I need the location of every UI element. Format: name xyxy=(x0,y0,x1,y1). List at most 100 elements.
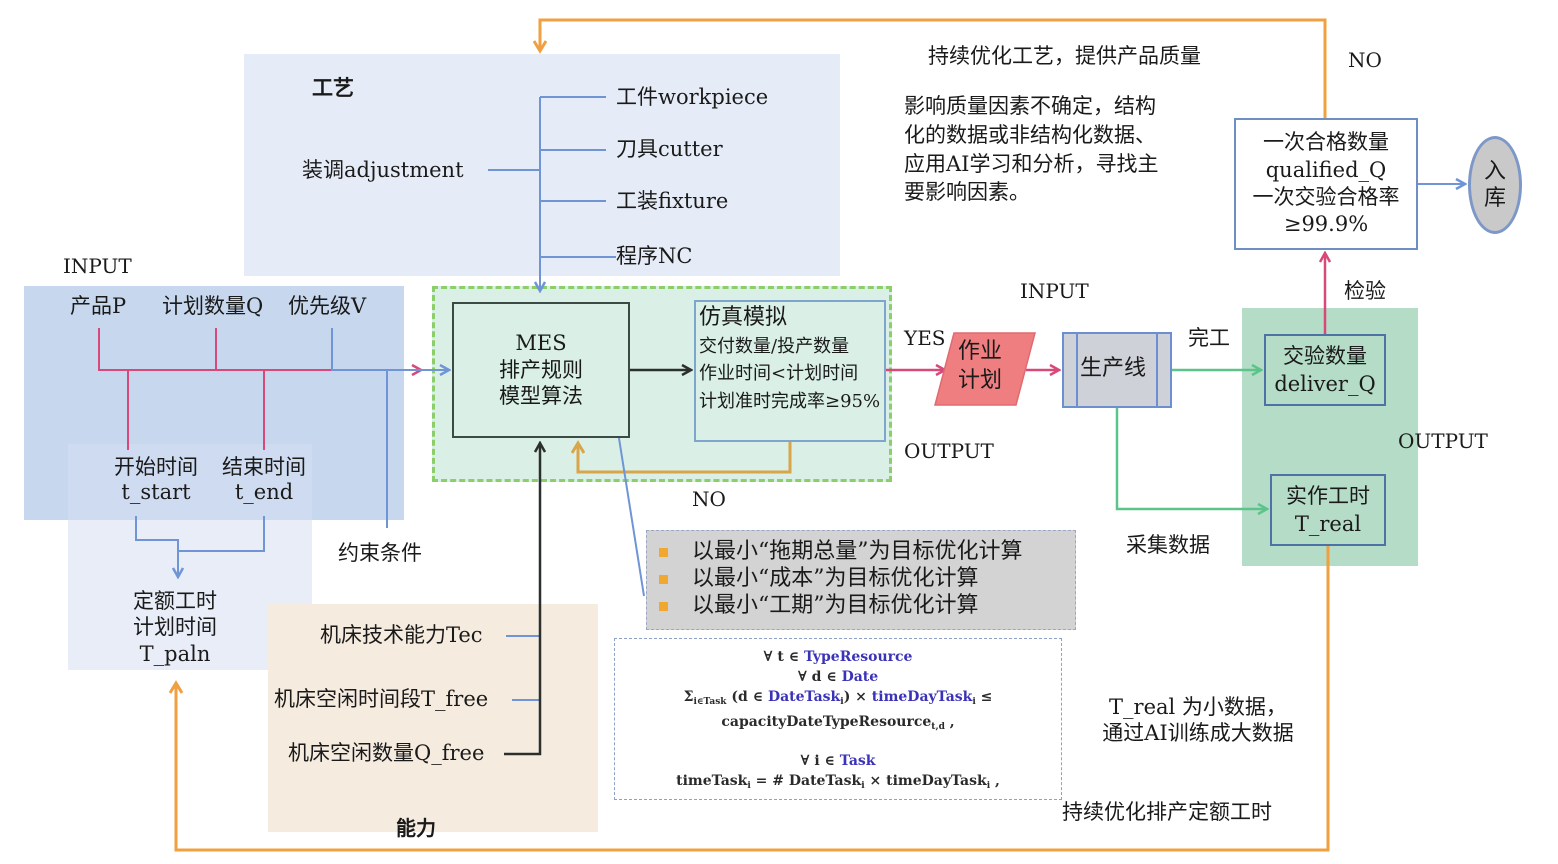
input-label-left: INPUT xyxy=(63,254,132,278)
simulation-box[interactable]: 仿真模拟 交付数量/投产数量 作业时间<计划时间 计划准时完成率≥95% xyxy=(694,300,886,442)
work-plan-shape[interactable] xyxy=(934,332,1036,406)
input-tree-lines xyxy=(98,328,448,576)
no-label-loop: NO xyxy=(692,487,726,511)
formula-text: ∀ d ∈ xyxy=(797,669,842,685)
formula-spacer xyxy=(615,737,1061,751)
mes-scheduling-box[interactable]: MES 排产规则 模型算法 xyxy=(452,302,630,438)
qualified-line-4: ≥99.9% xyxy=(1283,212,1369,237)
mes-line-3: 模型算法 xyxy=(499,384,583,409)
formula-line-6: timeTaski = # DateTaski × timeDayTaski , xyxy=(615,771,1061,796)
simulation-line-3: 计划准时完成率≥95% xyxy=(699,391,881,413)
formula-text: timeTask xyxy=(676,773,748,789)
formula-text: = # DateTask xyxy=(750,773,862,789)
qualified-line-2: qualified_Q xyxy=(1265,157,1387,182)
simulation-line-1: 交付数量/投产数量 xyxy=(699,335,850,357)
objective-text: 以最小“工期”为目标优化计算 xyxy=(692,593,979,619)
simulation-line-2: 作业时间<计划时间 xyxy=(699,363,859,385)
deliver-line-2: deliver_Q xyxy=(1274,372,1376,396)
objective-item: 以最小“工期”为目标优化计算 xyxy=(659,593,1075,620)
formula-text: ∀ t ∈ xyxy=(763,649,804,665)
quota-line-1: 定额工时 xyxy=(133,589,217,613)
collect-data-label: 采集数据 xyxy=(1126,533,1210,557)
end-time-en: t_end xyxy=(234,480,294,505)
craft-item-cutter: 刀具cutter xyxy=(616,137,723,161)
end-time-label: 结束时间 t_end xyxy=(214,455,314,505)
formula-keyword: Task xyxy=(839,753,876,769)
formula-keyword: timeDayTask xyxy=(871,689,973,705)
craft-item-workpiece: 工件workpiece xyxy=(616,85,769,109)
production-line-box[interactable]: 生产线 xyxy=(1062,332,1172,408)
work-plan-label: 作业 计划 xyxy=(950,338,1010,395)
real-time-line-2: T_real xyxy=(1294,512,1362,536)
bullet-icon xyxy=(659,548,668,557)
yes-label: YES xyxy=(904,326,946,350)
deliver-quantity-box[interactable]: 交验数量 deliver_Q xyxy=(1264,334,1386,406)
formula-sub: i xyxy=(861,781,865,791)
no-label-top: NO xyxy=(1348,48,1382,72)
formula-box: ∀ t ∈ TypeResource ∀ d ∈ Date Σi∈Task (d… xyxy=(614,638,1062,800)
objectives-box: 以最小“拖期总量”为目标优化计算 以最小“成本”为目标优化计算 以最小“工期”为… xyxy=(646,530,1076,630)
craft-panel xyxy=(244,54,840,276)
end-time-cn: 结束时间 xyxy=(222,455,306,479)
craft-adjustment: 装调adjustment xyxy=(302,158,464,182)
real-time-box[interactable]: 实作工时 T_real xyxy=(1270,474,1386,546)
deliver-line-1: 交验数量 xyxy=(1283,343,1367,368)
warehouse-line-2: 库 xyxy=(1483,186,1506,211)
formula-text: , xyxy=(990,773,1000,789)
warehouse-line-1: 入 xyxy=(1483,158,1506,184)
formula-keyword: Date xyxy=(841,669,879,685)
quota-feedback-loop xyxy=(176,546,1330,852)
formula-line-2: ∀ d ∈ Date xyxy=(615,667,1061,687)
formula-sub: i xyxy=(840,697,844,707)
quota-line-3: T_paln xyxy=(139,641,211,666)
warehouse-node[interactable]: 入 库 xyxy=(1468,136,1522,234)
constraint-label: 约束条件 xyxy=(338,541,422,565)
line-box-divider xyxy=(1076,334,1078,406)
capacity-panel xyxy=(268,604,598,832)
output-label-left: OUTPUT xyxy=(904,439,994,463)
formula-sub: i xyxy=(972,697,976,707)
input-label-right: INPUT xyxy=(1020,279,1089,303)
input-field-quantity: 计划数量Q xyxy=(162,294,264,318)
quality-feedback-loop xyxy=(540,18,1327,118)
objective-item: 以最小“成本”为目标优化计算 xyxy=(659,566,1075,593)
mes-line-1: MES xyxy=(515,330,567,355)
bullet-icon xyxy=(659,602,668,611)
ai-note-line-2: 通过AI训练成大数据 xyxy=(1102,721,1294,746)
bullet-icon xyxy=(659,575,668,584)
completion-label: 完工 xyxy=(1188,326,1230,350)
formula-sub: i xyxy=(747,781,751,791)
craft-item-fixture: 工装fixture xyxy=(616,189,729,213)
objective-item: 以最小“拖期总量”为目标优化计算 xyxy=(659,539,1075,566)
inspection-label: 检验 xyxy=(1344,279,1386,303)
mes-line-2: 排产规则 xyxy=(499,357,583,382)
formula-line-3: Σi∈Task (d ∈ DateTaski) × timeDayTaski ≤ xyxy=(615,687,1061,712)
input-field-priority: 优先级V xyxy=(288,294,367,318)
formula-sub: t,d xyxy=(931,722,945,732)
work-plan-line-2: 计划 xyxy=(957,367,1002,393)
line-box-divider xyxy=(1156,334,1158,406)
quota-time-label: 定额工时 计划时间 T_paln xyxy=(110,588,240,667)
quality-note-line: 要影响因素。 xyxy=(904,180,1030,205)
objective-text: 以最小“拖期总量”为目标优化计算 xyxy=(692,539,1023,565)
quality-note-line: 化的数据或非结构化数据、 xyxy=(904,122,1156,147)
real-time-line-1: 实作工时 xyxy=(1286,483,1370,508)
work-plan-line-1: 作业 xyxy=(957,339,1002,364)
ai-note: T_real 为小数据， 通过AI训练成大数据 xyxy=(1086,694,1310,747)
formula-keyword: DateTask xyxy=(767,689,841,705)
formula-text: (d ∈ xyxy=(726,689,768,705)
capacity-item-t-free: 机床空闲时间段T_free xyxy=(274,687,489,711)
output-label-right: OUTPUT xyxy=(1398,429,1488,453)
formula-text: ≤ xyxy=(975,689,993,705)
capacity-lines xyxy=(504,444,540,756)
qualified-box[interactable]: 一次合格数量 qualified_Q 一次交验合格率 ≥99.9% xyxy=(1234,118,1418,250)
sim-no-loop xyxy=(578,442,792,474)
capacity-item-q-free: 机床空闲数量Q_free xyxy=(288,741,485,765)
start-time-label: 开始时间 t_start xyxy=(106,455,206,505)
formula-text: × timeDayTask xyxy=(864,773,987,789)
formula-line-5: ∀ i ∈ Task xyxy=(615,751,1061,771)
ai-note-line-1: T_real 为小数据， xyxy=(1109,695,1287,719)
formula-text: ) × xyxy=(843,689,872,705)
craft-title: 工艺 xyxy=(312,76,354,100)
